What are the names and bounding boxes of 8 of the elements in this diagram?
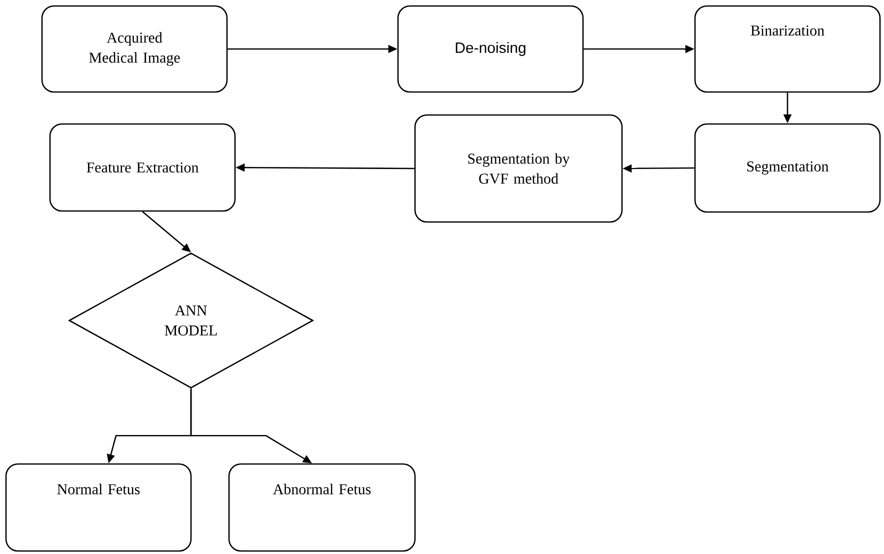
process-box: De-noising [397,5,584,93]
process-box: Acquired Medical Image [41,5,228,93]
result-box: Abnormal Fetus [228,463,416,552]
process-box: Feature Extraction [49,123,236,212]
process-box: Binarization [694,5,881,93]
result-box: Normal Fetus [5,463,192,552]
process-box: Segmentation [694,123,881,213]
process-box: Segmentation by GVF method [414,114,623,223]
